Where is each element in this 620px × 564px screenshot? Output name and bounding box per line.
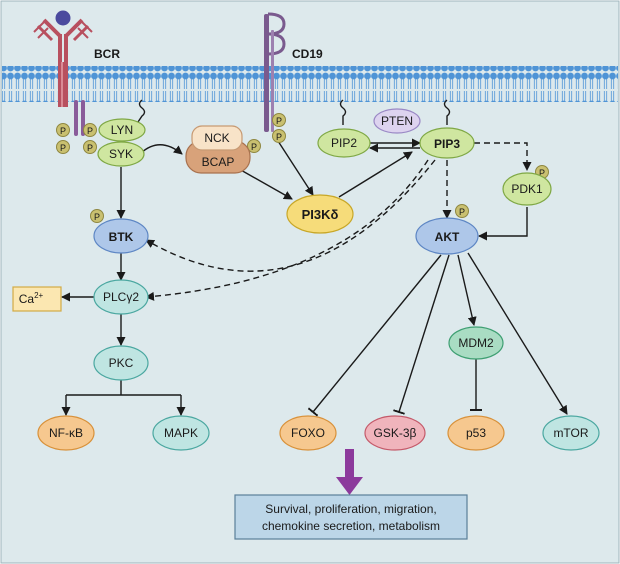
outcome-box [234, 494, 468, 540]
cell-membrane [2, 66, 618, 102]
outcome-arrow [336, 449, 363, 495]
membrane-anchors [137, 99, 451, 125]
svg-text:P: P [276, 132, 282, 142]
phospho-badge: P [90, 209, 104, 223]
bcr-receptor [33, 10, 93, 136]
svg-text:P: P [251, 142, 257, 152]
akt-node [415, 217, 479, 255]
p53-node [447, 415, 505, 451]
pten-label: PTEN [381, 114, 413, 128]
svg-text:P: P [94, 212, 100, 222]
phospho-badge: P [83, 123, 97, 137]
plc-label: PLCγ2 [103, 290, 139, 304]
pip3-to-plc-arrow [145, 159, 429, 301]
bcap-label: BCAP [202, 155, 235, 169]
pdk1-label: PDK1 [511, 182, 543, 196]
mdm2-node [448, 326, 504, 360]
nfkb-node [37, 415, 95, 451]
lyn-node [98, 118, 146, 142]
phospho-badge: P [455, 204, 469, 218]
foxo-label: FOXO [291, 426, 325, 440]
mapk-label: MAPK [164, 426, 198, 440]
calcium-box [12, 286, 62, 312]
akt-to-mtor-arrow [467, 252, 568, 415]
pip3-label: PIP3 [434, 137, 460, 151]
akt-to-gsk-inhibit [392, 254, 450, 415]
pkc-label: PKC [109, 356, 134, 370]
gsk-node [364, 415, 426, 451]
pi3k-node [286, 194, 354, 234]
pip2-label: PIP2 [331, 136, 357, 150]
p53-label: p53 [466, 426, 486, 440]
calcium-label: Ca2+ [19, 291, 44, 306]
nck-node [191, 125, 243, 151]
mdm2-label: MDM2 [458, 336, 494, 350]
akt-label: AKT [435, 230, 460, 244]
lyn-label: LYN [111, 123, 133, 137]
phospho-badge: P [272, 113, 286, 127]
pdk1-to-akt-arrow [478, 207, 528, 241]
svg-text:P: P [87, 126, 93, 136]
pdk1-node [502, 172, 552, 206]
pip2-node [317, 128, 371, 158]
akt-to-foxo-inhibit [307, 254, 442, 417]
pten-node [373, 108, 421, 134]
bcr-label: BCR [94, 47, 120, 61]
cd19-to-pi3k-arrow [277, 140, 314, 196]
pip3-node [419, 127, 475, 159]
svg-text:P: P [459, 207, 465, 217]
svg-text:P: P [539, 168, 545, 178]
pip3-to-pdk1-arrow [474, 142, 532, 171]
mapk-node [152, 415, 210, 451]
syk-node [97, 141, 145, 167]
syk-label: SYK [109, 147, 133, 161]
phospho-badge: P [56, 140, 70, 154]
gsk-label: GSK-3β [374, 426, 417, 440]
plc-node [93, 279, 149, 315]
svg-text:P: P [276, 116, 282, 126]
nck-label: NCK [204, 131, 229, 145]
svg-text:P: P [60, 126, 66, 136]
akt-to-mdm2-arrow [457, 254, 477, 326]
syk-to-nck-arrow [140, 144, 183, 155]
outcome-line-1: Survival, proliferation, migration, [265, 502, 436, 516]
pkc-node [93, 345, 149, 381]
phospho-badge: P [83, 140, 97, 154]
svg-text:P: P [87, 143, 93, 153]
phospho-badge: P [247, 139, 261, 153]
phospho-badge: P [272, 129, 286, 143]
btk-label: BTK [109, 230, 134, 244]
btk-node [93, 218, 149, 254]
phosphate-groups: P P P P P P P P P P [56, 113, 549, 223]
pathway-edges [61, 138, 568, 417]
pi3k-to-pip3-arrow [338, 151, 413, 198]
foxo-node [279, 415, 337, 451]
cd19-receptor [264, 12, 286, 132]
pi3k-label: PI3Kδ [302, 207, 339, 222]
pathway-dashed-edges [145, 142, 532, 301]
mtor-label: mTOR [553, 426, 588, 440]
pkc-split-line [66, 380, 181, 396]
outcome-line-2: chemokine secretion, metabolism [262, 519, 440, 533]
nfkb-label: NF-κB [49, 426, 83, 440]
svg-text:P: P [60, 143, 66, 153]
phospho-badge: P [56, 123, 70, 137]
cd19-label: CD19 [292, 47, 323, 61]
mtor-node [542, 415, 600, 451]
pip3-to-btk-arrow [145, 159, 436, 272]
